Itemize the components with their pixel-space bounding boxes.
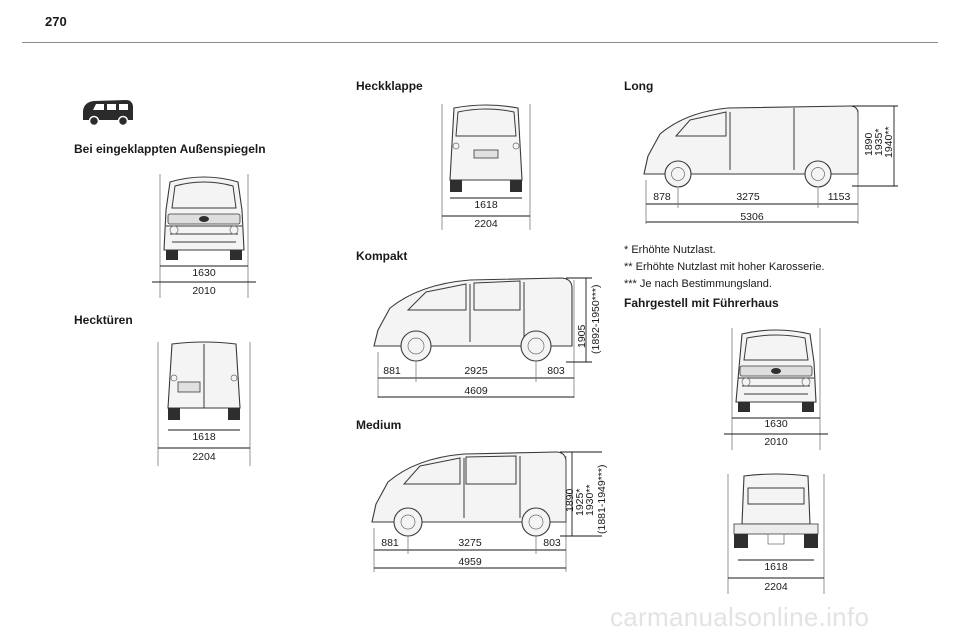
long-side-figure: 1890 1935* 1940** 878 3275 1153 5306	[643, 105, 898, 224]
rear-doors-figure: 1618 2204	[157, 341, 251, 466]
chassis-front-inner-width: 1630	[764, 418, 788, 430]
rear-doors-inner-width: 1618	[192, 431, 216, 443]
medium-wheelbase: 3275	[458, 537, 482, 549]
long-height-3: 1940**	[883, 126, 895, 158]
long-height-2: 1935*	[873, 129, 885, 156]
tailgate-outer-width: 2204	[474, 218, 498, 230]
long-front-overhang: 878	[653, 191, 671, 203]
watermark: carmanualsonline.info	[610, 602, 870, 632]
tailgate-figure: 1618 2204	[441, 104, 531, 230]
medium-height-3: 1930**	[584, 484, 596, 516]
heading-long: Long	[624, 79, 654, 93]
compact-height-2: (1892-1950***)	[590, 285, 602, 354]
medium-height-4: (1881-1949***)	[596, 465, 608, 534]
heading-medium: Medium	[356, 418, 402, 432]
medium-front-overhang: 881	[381, 537, 399, 549]
tailgate-inner-width: 1618	[474, 199, 498, 211]
compact-rear-overhang: 803	[547, 365, 565, 377]
footnote-1: * Erhöhte Nutzlast.	[624, 244, 716, 256]
rear-doors-outer-width: 2204	[192, 451, 216, 463]
footnote-3: *** Je nach Bestimmungsland.	[624, 278, 772, 290]
medium-rear-overhang: 803	[543, 537, 561, 549]
footnote-2: ** Erhöhte Nutzlast mit hoher Karosserie…	[624, 261, 825, 273]
chassis-front-figure: 1630 2010	[724, 328, 828, 450]
compact-wheelbase: 2925	[464, 365, 488, 377]
compact-front-overhang: 881	[383, 365, 401, 377]
long-wheelbase: 3275	[736, 191, 760, 203]
chassis-rear-inner-width: 1618	[764, 561, 788, 573]
compact-side-figure: 1905 (1892-1950***) 881 2925 803 4609	[373, 277, 602, 398]
heading-folded-mirrors: Bei eingeklappten Außenspiegeln	[74, 142, 266, 156]
heading-compact: Kompakt	[356, 249, 408, 263]
medium-height-1: 1890	[564, 488, 576, 512]
top-divider	[22, 42, 938, 43]
chassis-rear-figure: 1618 2204	[727, 473, 825, 594]
front-view-figure: 1630 2010	[152, 174, 256, 298]
heading-rear-doors: Hecktüren	[74, 313, 133, 327]
compact-length: 4609	[464, 385, 488, 397]
chassis-front-outer-width: 2010	[764, 436, 788, 448]
front-mirrors-inner-width: 1630	[192, 267, 216, 279]
long-rear-overhang: 1153	[828, 191, 851, 203]
medium-side-figure: 1890 1925* 1930** (1881-1949***) 881 327…	[371, 451, 608, 572]
chassis-rear-outer-width: 2204	[764, 581, 788, 593]
page-number: 270	[45, 14, 67, 29]
compact-height-1: 1905	[576, 324, 588, 348]
heading-tailgate: Heckklappe	[356, 79, 423, 93]
long-height-1: 1890	[863, 132, 875, 156]
medium-height-2: 1925*	[574, 489, 586, 516]
long-length: 5306	[740, 211, 764, 223]
front-mirrors-outer-width: 2010	[192, 285, 216, 297]
medium-length: 4959	[458, 556, 482, 568]
van-icon	[83, 100, 133, 127]
heading-chassis-cab: Fahrgestell mit Führerhaus	[624, 296, 779, 310]
footnotes: * Erhöhte Nutzlast. ** Erhöhte Nutzlast …	[624, 242, 825, 293]
